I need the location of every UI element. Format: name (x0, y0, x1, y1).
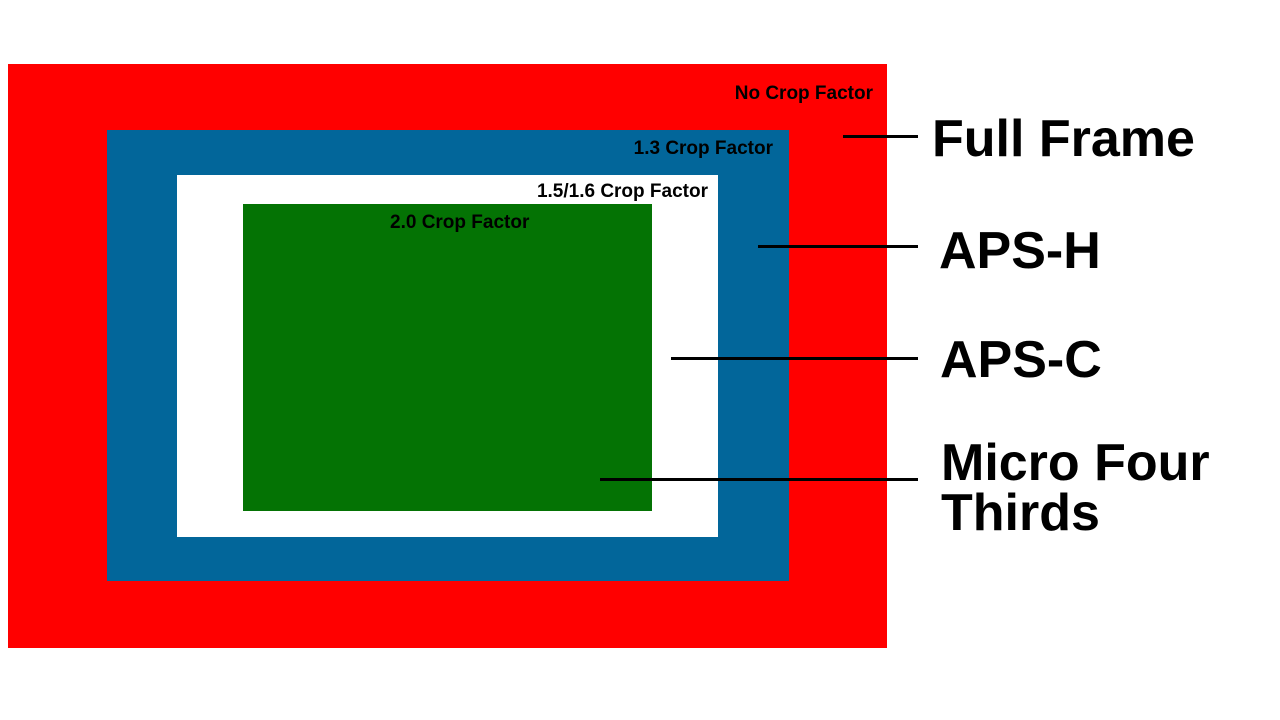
micro-four-thirds-crop-label: 2.0 Crop Factor (390, 212, 530, 233)
aps-c-leader-line (671, 357, 918, 360)
micro-four-thirds-leader-line (600, 478, 918, 481)
micro-four-thirds-name-line2: Thirds (941, 484, 1100, 542)
full-frame-name: Full Frame (932, 110, 1195, 168)
aps-h-leader-line (758, 245, 918, 248)
micro-four-thirds-name: Micro Four Thirds (941, 434, 1210, 542)
aps-c-name: APS-C (940, 331, 1102, 389)
full-frame-leader-line (843, 135, 918, 138)
aps-h-crop-label: 1.3 Crop Factor (633, 138, 773, 159)
aps-c-crop-label: 1.5/1.6 Crop Factor (536, 181, 708, 202)
full-frame-crop-label: No Crop Factor (734, 83, 873, 104)
micro-four-thirds-sensor: 2.0 Crop Factor (243, 204, 652, 511)
aps-h-name: APS-H (939, 222, 1101, 280)
micro-four-thirds-name-line1: Micro Four (941, 434, 1210, 492)
